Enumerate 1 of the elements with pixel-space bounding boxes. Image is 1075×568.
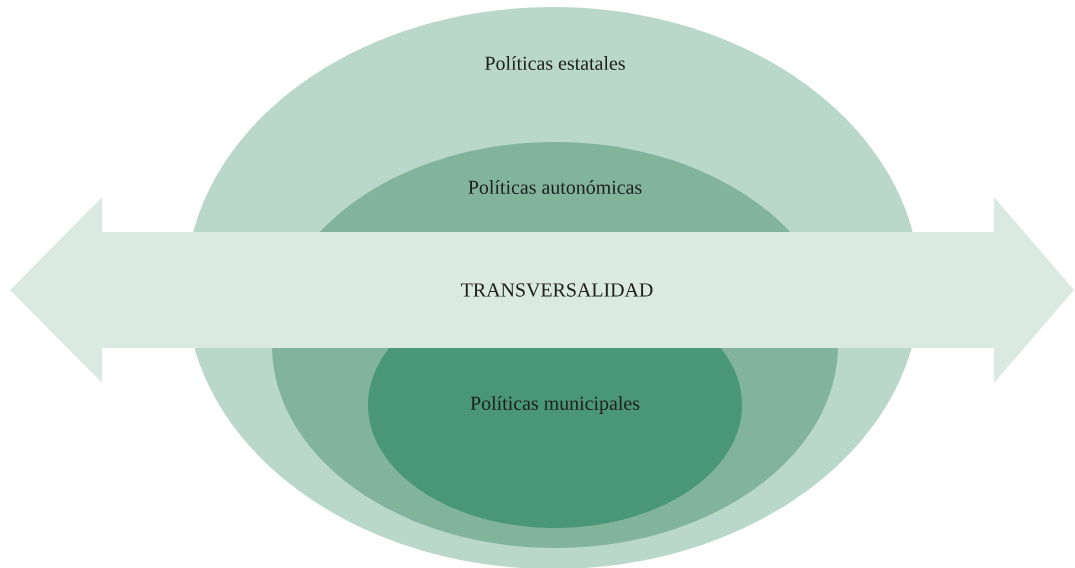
- double-arrow-band: TRANSVERSALIDAD: [10, 197, 1074, 383]
